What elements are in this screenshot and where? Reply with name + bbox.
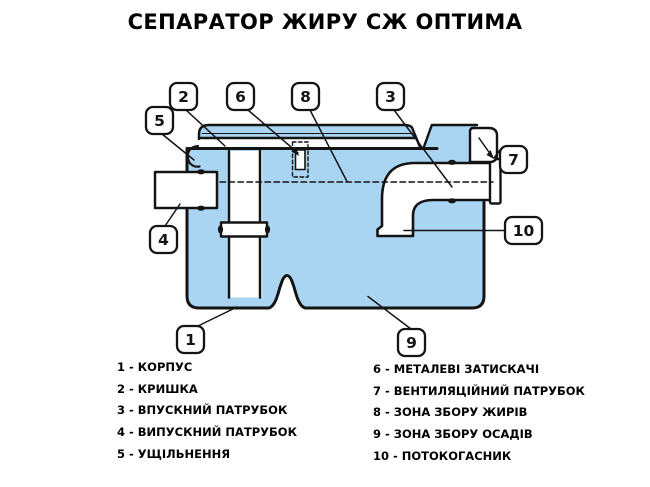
legend-left-column: 1 - КОРПУС 2 - КРИШКА 3 - ВПУСКНИЙ ПАТРУ… xyxy=(117,360,297,468)
legend-item-4: 4 - ВИПУСКНИЙ ПАТРУБОК xyxy=(117,425,297,440)
callout-2-number: 2 xyxy=(178,88,189,106)
callout-9: 9 xyxy=(396,327,427,358)
leader-6-arrowhead xyxy=(291,147,299,156)
callout-10: 10 xyxy=(503,215,544,246)
legend-item-3: 3 - ВПУСКНИЙ ПАТРУБОК xyxy=(117,403,288,418)
leader-2 xyxy=(185,109,226,147)
callout-boxes: 2 6 8 3 5 xyxy=(144,81,544,358)
seal xyxy=(186,144,201,168)
legend-item-2: 2 - КРИШКА xyxy=(117,381,198,396)
callout-6: 6 xyxy=(225,81,256,112)
lid-outline xyxy=(197,123,422,149)
inlet-pipe-nub-bottom xyxy=(448,198,456,204)
metal-clamp-body xyxy=(294,149,306,171)
lid-gap-wedge xyxy=(412,126,432,148)
leader-7-arrowhead xyxy=(486,150,494,159)
callout-10-number: 10 xyxy=(513,222,535,240)
leader-lines xyxy=(161,109,505,330)
leader-3 xyxy=(393,109,453,188)
legend-item-6: 6 - МЕТАЛЕВІ ЗАТИСКАЧІ xyxy=(373,362,540,376)
leader-8 xyxy=(309,109,348,183)
coupling-nub-left xyxy=(217,225,224,234)
legend-right-column: 6 - МЕТАЛЕВІ ЗАТИСКАЧІ 7 - ВЕНТИЛЯЦІЙНИЙ… xyxy=(373,362,585,470)
callout-3: 3 xyxy=(375,81,406,112)
callout-6-number: 6 xyxy=(235,88,246,106)
legend-item-8: 8 - ЗОНА ЗБОРУ ЖИРІВ xyxy=(373,405,528,420)
page-title: СЕПАРАТОР ЖИРУ СЖ ОПТИМА xyxy=(127,10,523,34)
callout-9-number: 9 xyxy=(406,334,417,352)
callout-4-number: 4 xyxy=(158,231,169,249)
leader-4 xyxy=(164,203,181,227)
callout-1-number: 1 xyxy=(185,331,196,349)
callout-3-number: 3 xyxy=(385,88,396,106)
callout-7: 7 xyxy=(498,144,529,175)
leader-6 xyxy=(247,109,299,154)
leader-9 xyxy=(367,295,412,330)
callout-5: 5 xyxy=(144,105,175,136)
callout-4: 4 xyxy=(148,224,179,255)
callout-2: 2 xyxy=(168,81,199,112)
inlet-section-edge xyxy=(422,123,479,150)
leader-1 xyxy=(197,306,238,327)
coupling-nub-right xyxy=(264,225,271,234)
metal-clamp-dashed xyxy=(291,141,309,178)
outlet-pipe xyxy=(153,170,219,210)
downpipe-coupling xyxy=(219,221,269,238)
legend-item-9: 9 - ЗОНА ЗБОРУ ОСАДІВ xyxy=(373,427,533,442)
legend-item-10: 10 - ПОТОКОГАСНИК xyxy=(373,448,512,463)
callout-8: 8 xyxy=(290,81,321,112)
legend-item-5: 5 - УЩІЛЬНЕННЯ xyxy=(117,446,231,461)
legend-item-1: 1 - КОРПУС xyxy=(117,360,193,374)
outlet-pipe-clamp-nub-top xyxy=(197,169,205,175)
callout-1: 1 xyxy=(175,324,206,355)
callout-8-number: 8 xyxy=(300,88,311,106)
callout-5-number: 5 xyxy=(154,112,165,130)
inlet-pipe-nub-top xyxy=(448,159,456,165)
legend-item-7: 7 - ВЕНТИЛЯЦІЙНИЙ ПАТРУБОК xyxy=(373,383,585,398)
leader-5 xyxy=(161,133,195,161)
callout-7-number: 7 xyxy=(508,151,519,169)
tank-outline xyxy=(185,147,486,310)
outlet-pipe-clamp-nub-bottom xyxy=(197,205,205,211)
